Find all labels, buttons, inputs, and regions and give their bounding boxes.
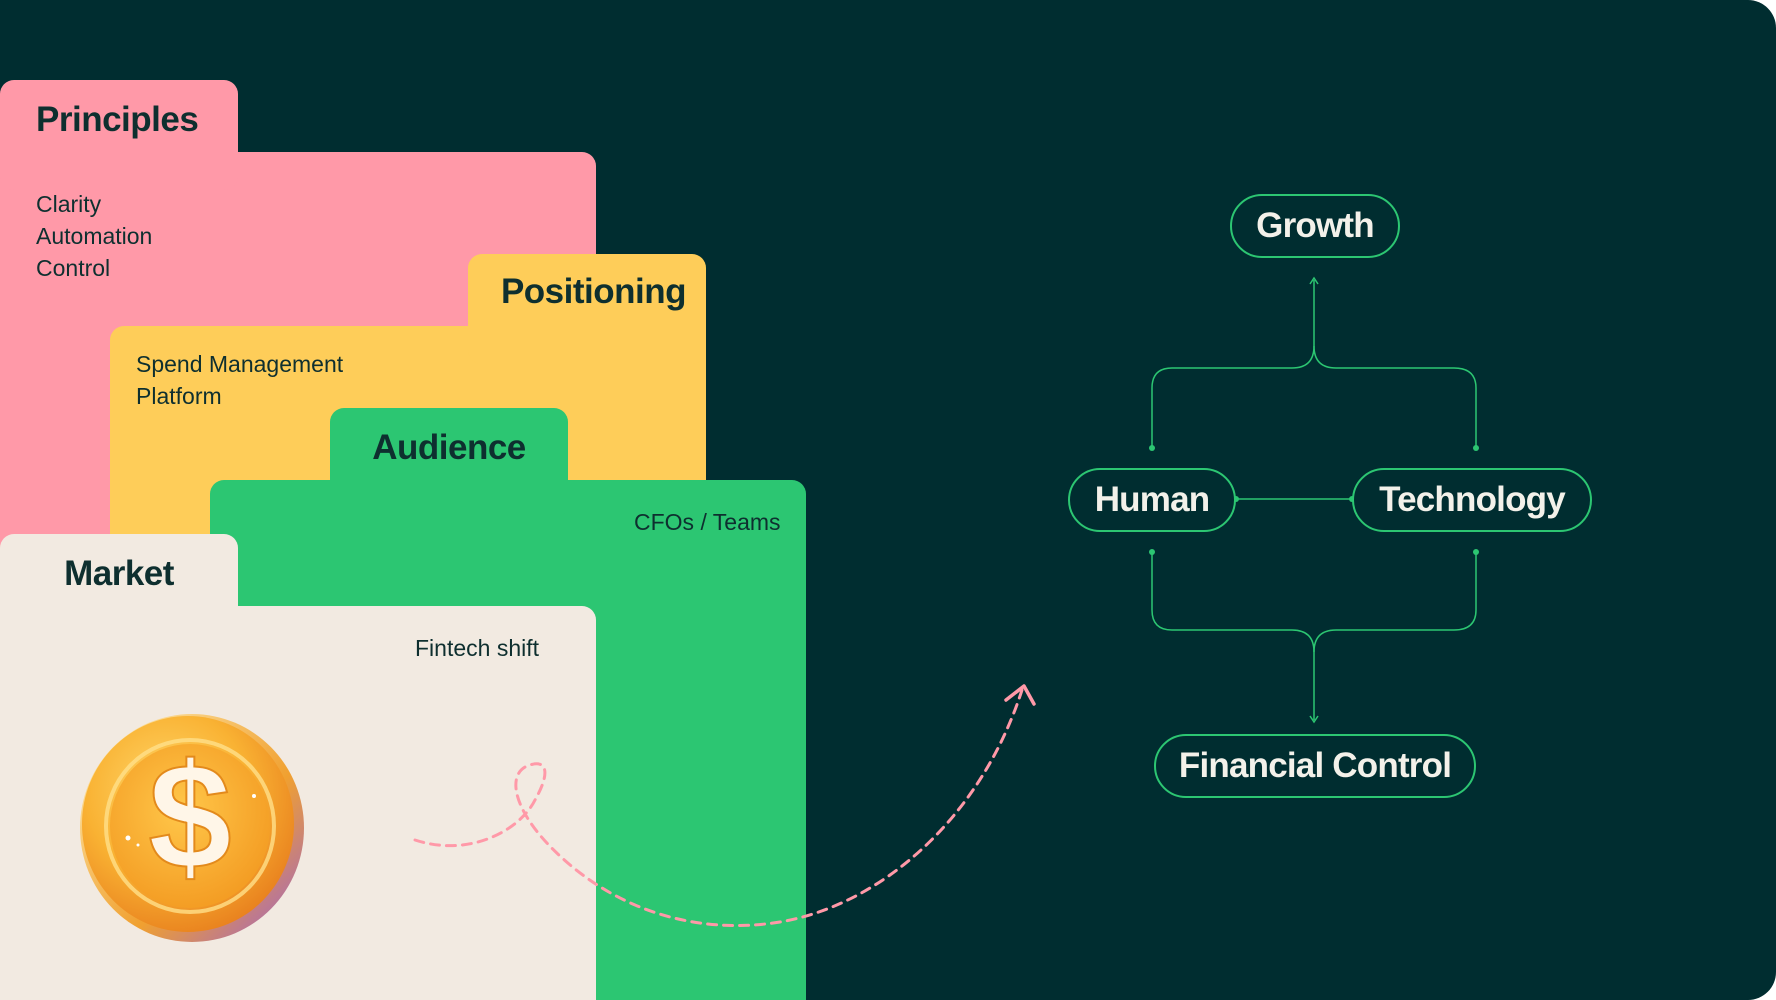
principles-line-3: Control <box>36 255 111 281</box>
positioning-line-2: Platform <box>136 383 222 409</box>
audience-line-1: CFOs / Teams <box>634 509 781 535</box>
node-technology: Technology <box>1352 468 1592 532</box>
positioning-tab: Positioning <box>468 254 706 364</box>
market-text: Fintech shift <box>415 632 539 664</box>
audience-tab: Audience <box>330 408 568 518</box>
market-card <box>0 606 596 1000</box>
node-human: Human <box>1068 468 1236 532</box>
node-growth: Growth <box>1230 194 1400 258</box>
node-financial-control: Financial Control <box>1154 734 1476 798</box>
market-tab: Market <box>0 534 238 644</box>
audience-title: Audience <box>372 428 526 467</box>
principles-text: Clarity Automation Control <box>36 188 152 284</box>
positioning-line-1: Spend Management <box>136 351 344 377</box>
audience-text: CFOs / Teams <box>634 506 781 538</box>
market-title: Market <box>64 554 174 593</box>
market-line-1: Fintech shift <box>415 635 539 661</box>
principles-title: Principles <box>36 100 199 139</box>
principles-line-2: Automation <box>36 223 153 249</box>
principles-tab: Principles <box>0 80 238 190</box>
positioning-text: Spend Management Platform <box>136 348 343 412</box>
positioning-title: Positioning <box>500 272 687 311</box>
principles-line-1: Clarity <box>36 191 102 217</box>
